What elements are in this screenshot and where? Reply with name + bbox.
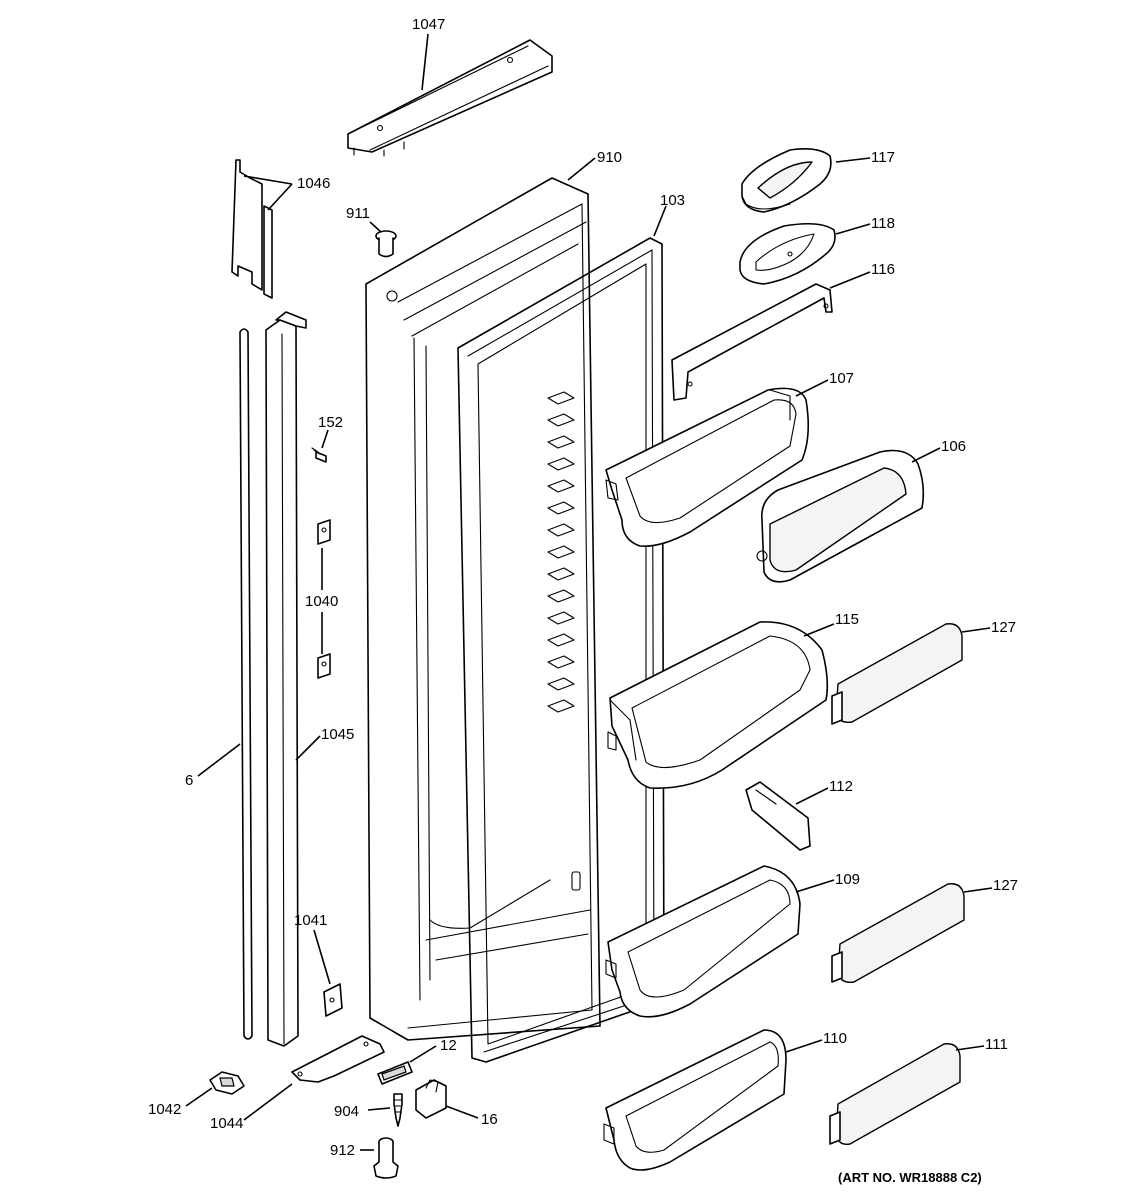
part-1046-trim-strips (231, 159, 273, 299)
part-118-dairy-bin (739, 222, 836, 285)
leader-1041 (313, 929, 331, 985)
part-6-rod (239, 328, 253, 1040)
callout-6: 6 (185, 772, 193, 789)
callout-127a: 127 (991, 619, 1016, 636)
part-111-bin-front (829, 1043, 961, 1145)
part-109-door-bin (605, 865, 801, 1018)
leader-115 (803, 623, 835, 637)
callout-1045: 1045 (321, 726, 354, 743)
callout-1041: 1041 (294, 912, 327, 929)
part-115-door-bin (607, 621, 829, 789)
part-110-door-bin (603, 1029, 787, 1171)
callout-1046: 1046 (297, 175, 330, 192)
callout-12: 12 (440, 1037, 457, 1054)
leader-107 (795, 379, 829, 397)
leader-106 (911, 447, 941, 463)
leader-1042 (185, 1087, 213, 1107)
leader-110 (785, 1039, 823, 1053)
leader-127a (961, 627, 991, 633)
part-152-screw (311, 447, 327, 463)
callout-1042: 1042 (148, 1101, 181, 1118)
door-shelf-tabs (547, 391, 581, 891)
leader-127b (963, 887, 993, 893)
callout-111: 111 (985, 1036, 1008, 1053)
art-number: (ART NO. WR18888 C2) (838, 1170, 982, 1185)
leader-904 (367, 1107, 391, 1111)
leader-911 (369, 221, 382, 233)
leader-1045 (295, 735, 321, 761)
part-904-screw (393, 1093, 403, 1127)
leader-111 (955, 1045, 985, 1051)
part-1041-bracket (323, 983, 343, 1017)
leader-12 (409, 1045, 437, 1063)
part-910-door-assembly (365, 177, 601, 1041)
part-127-bin-front-lower (831, 883, 965, 983)
leader-109 (795, 879, 835, 893)
callout-127b: 127 (993, 877, 1018, 894)
callout-112: 112 (829, 778, 853, 795)
leader-1046b (267, 183, 293, 211)
callout-912: 912 (330, 1142, 355, 1159)
part-116-dairy-rail (671, 283, 833, 401)
part-112-bin-clip (745, 781, 811, 851)
leader-1044 (243, 1083, 293, 1121)
callout-107: 107 (829, 370, 854, 387)
callout-16: 16 (481, 1111, 498, 1128)
leader-16 (445, 1105, 479, 1119)
part-127-bin-front (831, 623, 963, 725)
leader-152 (321, 429, 329, 449)
part-106-door-bin (756, 449, 925, 583)
part-1040-hinge-brackets (317, 519, 331, 679)
callout-1040: 1040 (305, 593, 338, 610)
leader-910 (567, 157, 596, 181)
leader-118 (835, 223, 871, 235)
part-1044-hinge-plate (291, 1035, 385, 1083)
callout-1044: 1044 (210, 1115, 243, 1132)
part-117-dairy-cover (741, 148, 832, 213)
callout-106: 106 (941, 438, 966, 455)
part-1047-hinge-cover (347, 39, 553, 157)
part-911-hinge-bushing (375, 230, 397, 258)
leader-116 (829, 271, 871, 289)
leader-1046a (243, 175, 293, 185)
part-1045-door-strip (265, 311, 307, 1047)
leader-117 (835, 157, 871, 163)
part-16-housing (415, 1079, 447, 1119)
callout-103: 103 (660, 192, 685, 209)
part-12-door-cam (377, 1061, 413, 1085)
part-1042-door-stop (209, 1071, 245, 1095)
callout-152: 152 (318, 414, 343, 431)
leader-6 (197, 743, 241, 777)
part-107-door-bin (605, 387, 810, 548)
callout-910: 910 (597, 149, 622, 166)
callout-911: 911 (346, 205, 370, 222)
callout-109: 109 (835, 871, 860, 888)
callout-904: 904 (334, 1103, 359, 1120)
callout-117: 117 (871, 149, 895, 166)
callout-118: 118 (871, 215, 895, 232)
part-912-hinge-pin (373, 1137, 399, 1179)
callout-116: 116 (871, 261, 895, 278)
leader-1047 (421, 33, 429, 91)
leader-112 (795, 787, 829, 805)
leader-103 (653, 205, 667, 237)
callout-110: 110 (823, 1030, 847, 1047)
callout-1047: 1047 (412, 16, 445, 33)
callout-115: 115 (835, 611, 859, 628)
